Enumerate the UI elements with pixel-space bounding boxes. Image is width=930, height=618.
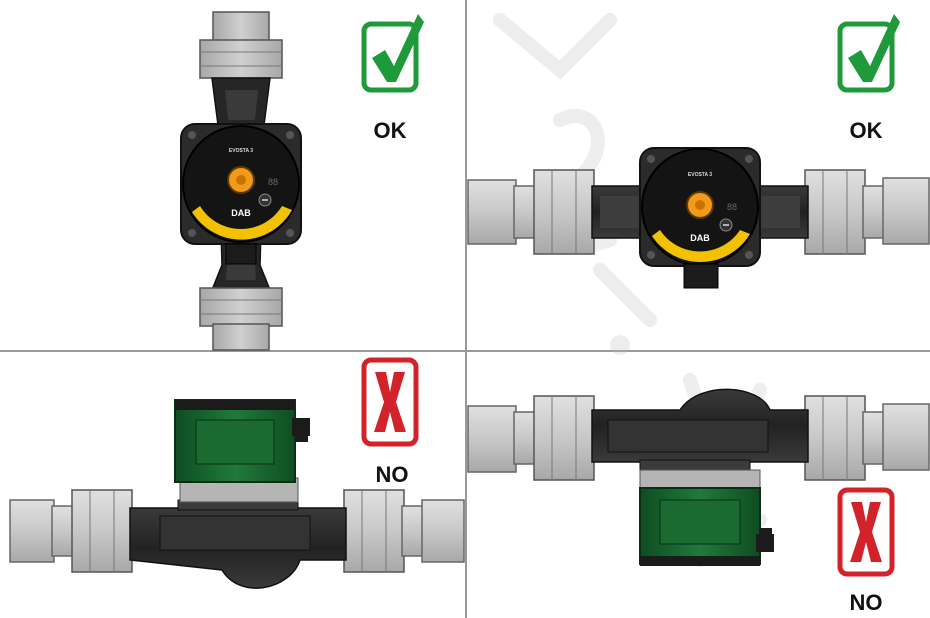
verdict-label: NO bbox=[376, 462, 409, 487]
right-union-nut bbox=[804, 395, 866, 481]
right-pipe bbox=[882, 177, 930, 245]
panel-horizontal-ok: EVOSTA 3 88 DAB OK bbox=[467, 14, 930, 289]
right-union-nut bbox=[804, 169, 866, 255]
yellow-arc bbox=[652, 230, 750, 262]
yellow-arc bbox=[192, 206, 292, 240]
left-union-nut bbox=[71, 489, 133, 573]
panel-vertical-ok: EVOSTA 3 88 DAB OK bbox=[180, 11, 424, 351]
verdict-label: OK bbox=[374, 118, 407, 143]
top-pipe bbox=[212, 11, 270, 43]
digital-display: 88 bbox=[727, 202, 737, 212]
verdict-label: NO bbox=[850, 590, 883, 615]
series-label: EVOSTA 3 bbox=[688, 172, 712, 178]
bottom-union-nut bbox=[199, 287, 283, 327]
brand-logo: DAB bbox=[690, 233, 710, 243]
left-union-nut bbox=[533, 169, 595, 255]
checkmark-icon bbox=[361, 14, 424, 93]
series-label: EVOSTA 3 bbox=[229, 148, 253, 154]
left-union-nut bbox=[533, 395, 595, 481]
left-pipe bbox=[9, 499, 55, 563]
terminal-box bbox=[683, 263, 719, 289]
bottom-pipe bbox=[212, 323, 270, 351]
digital-display: 88 bbox=[268, 177, 278, 187]
right-pipe bbox=[882, 403, 930, 471]
right-pipe bbox=[421, 499, 465, 563]
cross-icon bbox=[361, 357, 419, 447]
right-union-nut bbox=[343, 489, 405, 573]
left-pipe bbox=[467, 405, 517, 473]
cross-icon bbox=[837, 487, 895, 577]
checkmark-icon bbox=[837, 14, 900, 93]
panel-motor-up-no: NO bbox=[9, 357, 465, 589]
verdict-label: OK bbox=[850, 118, 883, 143]
top-union-nut bbox=[199, 39, 283, 79]
brand-logo: DAB bbox=[231, 208, 251, 218]
left-pipe bbox=[467, 179, 517, 245]
panel-motor-down-no: NO bbox=[467, 388, 930, 615]
